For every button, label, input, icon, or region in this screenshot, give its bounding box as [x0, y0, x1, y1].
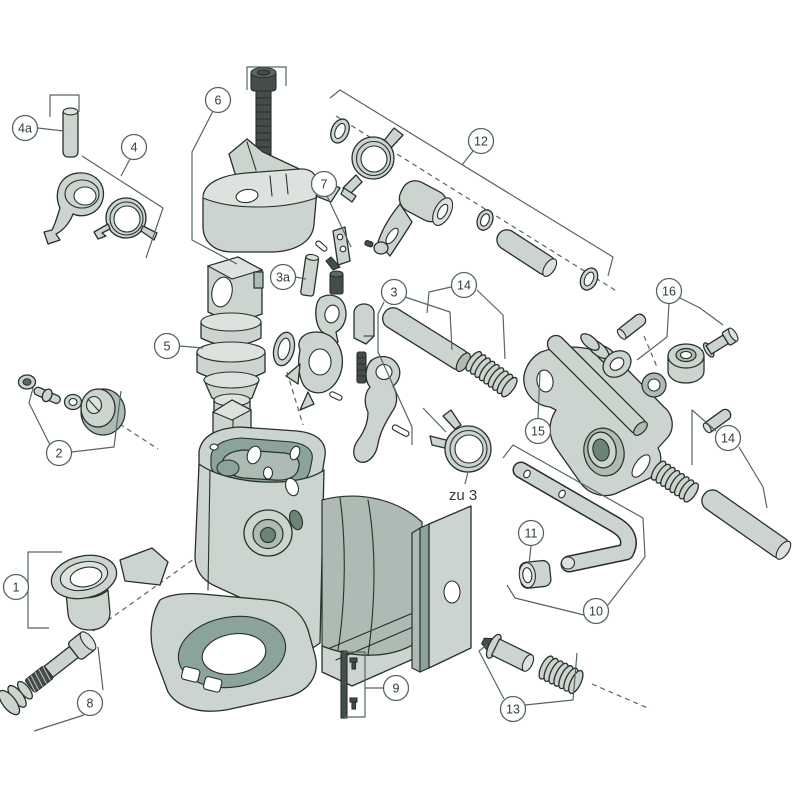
callout-5-9: 5: [153, 332, 181, 360]
svg-text:4a: 4a: [18, 122, 32, 136]
leader-lines: [27, 66, 768, 732]
part-pin-7: [315, 240, 328, 252]
callout-3a-5: 3a: [269, 263, 297, 291]
part-torsion-spring-4: [93, 197, 158, 241]
part-spring-14-lower: [650, 460, 699, 503]
svg-text:12: 12: [474, 135, 488, 149]
callout-12-4: 12: [467, 127, 495, 155]
part-funnel-1: [50, 554, 118, 631]
part-bolt-16: [702, 327, 739, 358]
part-bolt-8: [0, 631, 97, 716]
parts-layer: [0, 67, 792, 719]
svg-text:11: 11: [525, 527, 538, 541]
callout-9-17: 9: [382, 674, 410, 702]
part-oring-12a: [330, 118, 350, 144]
svg-text:16: 16: [662, 285, 676, 299]
part-pin-small-b: [391, 424, 410, 437]
part-pin-3a: [300, 253, 320, 297]
part-pin-4a: [62, 107, 79, 158]
note-zu3: zu 3: [449, 487, 477, 504]
svg-text:2: 2: [56, 447, 63, 461]
callout-7-3: 7: [310, 170, 338, 198]
svg-text:4: 4: [131, 141, 138, 155]
callout-11-13: 11: [517, 519, 545, 547]
svg-text:10: 10: [589, 605, 603, 619]
callout-4-1: 4: [120, 133, 148, 161]
part-oring-12b: [579, 267, 599, 291]
svg-text:7: 7: [321, 178, 328, 192]
svg-text:5: 5: [164, 340, 171, 354]
part-wear-plate-9: [340, 650, 358, 719]
callout-1-14: 1: [2, 573, 30, 601]
part-bushing-11: [518, 559, 552, 589]
callout-2-12: 2: [45, 439, 73, 467]
callout-6-2: 6: [204, 86, 232, 114]
part-spring-13: [538, 655, 584, 695]
callout-3-6: 3: [380, 278, 408, 306]
part-oring-16: [641, 372, 667, 398]
part-coupling-body: [119, 399, 472, 712]
part-spring-14-upper: [465, 350, 518, 398]
part-bolt-3a: [329, 270, 344, 295]
part-screw-9b: [349, 697, 358, 710]
svg-text:14: 14: [457, 279, 471, 293]
callout-16-8: 16: [655, 277, 683, 305]
callout-8-16: 8: [76, 689, 104, 717]
part-block-3: [353, 303, 375, 345]
part-washer-12: [476, 209, 494, 231]
callout-15-10: 15: [524, 417, 552, 445]
callout-10-15: 10: [582, 597, 610, 625]
part-lever-12: [364, 180, 454, 257]
callout-14-7: 14: [450, 271, 478, 299]
part-clip-7: [325, 226, 351, 271]
svg-text:15: 15: [531, 425, 545, 439]
part-pin-12: [496, 229, 558, 277]
part-lever-3: [353, 355, 401, 463]
svg-text:1: 1: [13, 581, 20, 595]
part-oring-3: [272, 331, 296, 367]
part-pin-3-dark: [356, 351, 367, 384]
part-pin-16: [616, 313, 647, 340]
svg-text:3: 3: [391, 286, 398, 300]
part-plunger-13: [481, 633, 535, 672]
part-release-cam-4: [43, 172, 105, 245]
part-socket-bolt-6: [250, 67, 277, 164]
part-roller-group-2: [17, 374, 126, 436]
part-torsion-spring-12: [340, 127, 404, 203]
svg-text:14: 14: [721, 432, 735, 446]
callout-4a-0: 4a: [11, 114, 39, 142]
callout-14-11: 14: [714, 424, 742, 452]
part-screw-9a: [349, 657, 358, 670]
svg-text:6: 6: [215, 94, 222, 108]
part-cylinder-14-lower: [701, 489, 792, 560]
part-release-claw-15: [523, 333, 673, 497]
part-spring-clamp-zu3: [429, 409, 492, 473]
svg-text:3a: 3a: [276, 271, 290, 285]
part-grommet-16: [667, 343, 705, 384]
part-handle-bar-10: [512, 461, 637, 573]
part-pin-small-a: [329, 391, 343, 401]
part-latch-3: [285, 331, 344, 411]
svg-text:13: 13: [506, 703, 520, 717]
callout-13-18: 13: [499, 695, 527, 723]
svg-text:8: 8: [87, 697, 94, 711]
svg-text:9: 9: [393, 682, 400, 696]
